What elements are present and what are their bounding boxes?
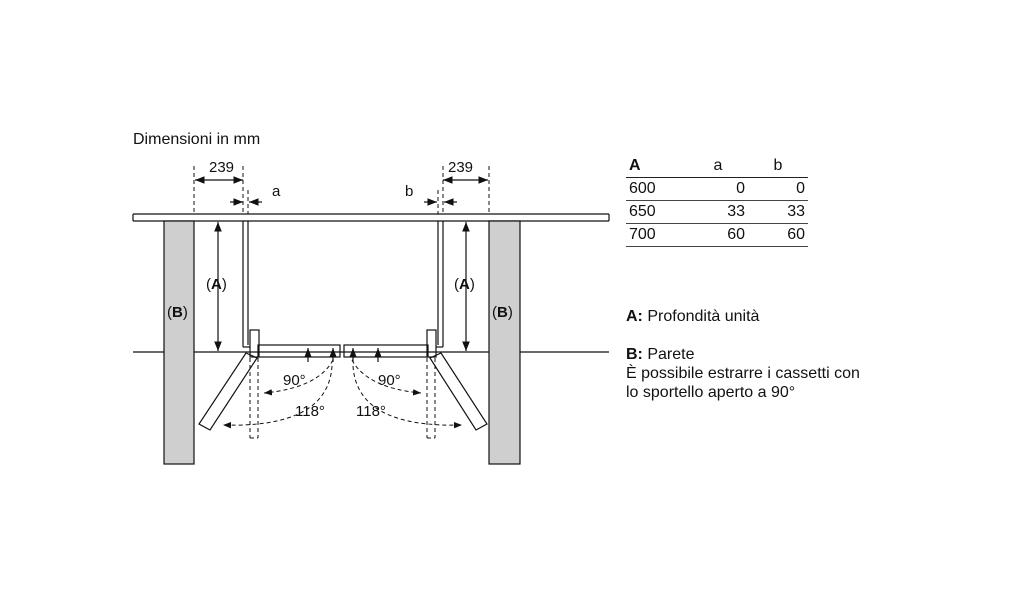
table-cell: 600 (626, 177, 688, 201)
legend-a-text: Profondità unità (647, 308, 760, 325)
appliance-body (242, 221, 444, 348)
table-header-row: A a b (626, 155, 808, 178)
table-row: 700 60 60 (626, 223, 808, 247)
table-row: 650 33 33 (626, 200, 808, 224)
title: Dimensioni in mm (133, 131, 261, 148)
table-header: b (748, 155, 808, 178)
table-cell: 33 (688, 200, 748, 224)
countertop (132, 213, 610, 222)
table-cell: 700 (626, 223, 688, 247)
table-cell: 60 (748, 223, 808, 247)
dimension-extensions (193, 166, 490, 214)
legend-b-key: B: (626, 346, 643, 363)
legend-b-text: Parete (647, 346, 695, 363)
legend-note-line2: lo sportello aperto a 90° (626, 384, 796, 401)
depth-label-left: (A) (206, 276, 227, 293)
wall-label-left: (B) (167, 304, 188, 321)
table-header: a (688, 155, 748, 178)
dim-239-left: 239 (209, 159, 234, 176)
angle-118-left: 118° (295, 403, 325, 420)
angle-arcs (222, 359, 463, 429)
depth-label-right: (A) (454, 276, 475, 293)
wall-label-right: (B) (492, 304, 513, 321)
dim-239-right: 239 (448, 159, 473, 176)
legend-a: A: Profondità unità (626, 307, 759, 326)
closed-doors (249, 329, 437, 358)
table-cell: 60 (688, 223, 748, 247)
dimension-lines (195, 176, 488, 351)
table-cell: 0 (688, 177, 748, 201)
wall-left (163, 220, 195, 465)
wall-right (488, 220, 521, 465)
gap-a-label: a (272, 183, 281, 200)
table-header: A (626, 155, 688, 178)
table-cell: 0 (748, 177, 808, 201)
legend-note-line1: È possibile estrarre i cassetti con (626, 365, 860, 382)
open-doors (198, 352, 488, 431)
legend-a-key: A: (626, 308, 643, 325)
drawer-arrows (304, 348, 382, 362)
angle-90-left: 90° (283, 372, 306, 389)
table-row: 600 0 0 (626, 177, 808, 201)
angle-118-right: 118° (356, 403, 386, 420)
table-cell: 650 (626, 200, 688, 224)
table-cell: 33 (748, 200, 808, 224)
gap-b-label: b (405, 183, 413, 200)
dimensions-table: A a b 600 0 0 650 33 33 700 60 60 (626, 155, 808, 247)
legend-b: B: Parete È possibile estrarre i cassett… (626, 345, 860, 402)
angle-90-right: 90° (378, 372, 401, 389)
door-90-guides (249, 358, 436, 439)
